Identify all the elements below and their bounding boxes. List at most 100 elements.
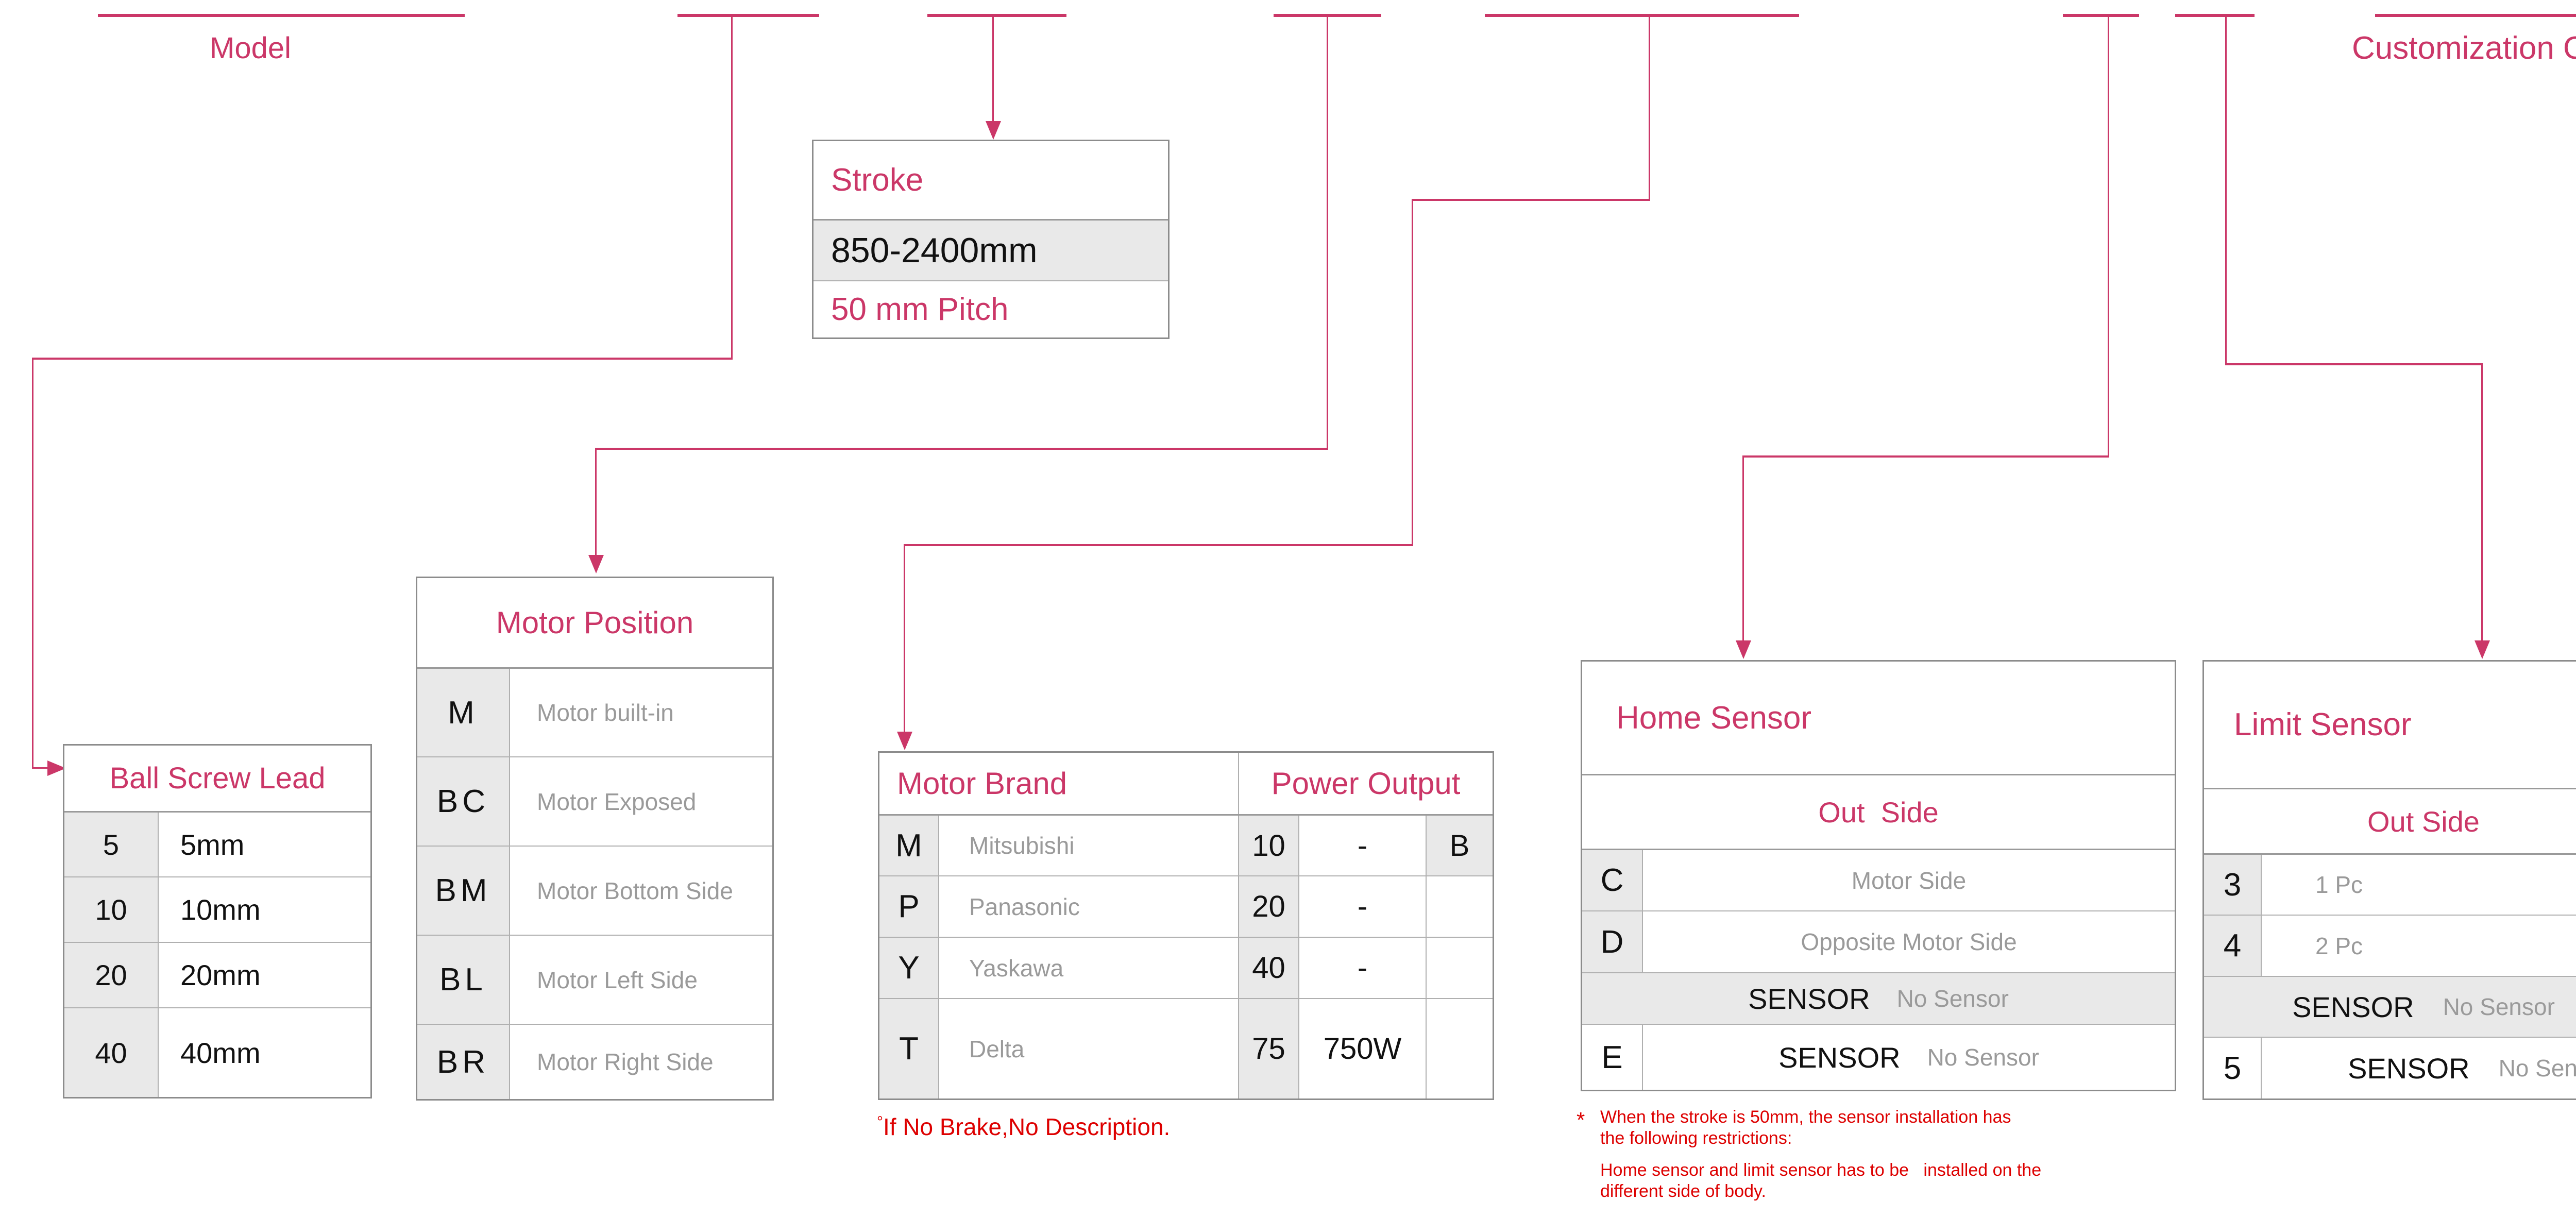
table-row: D Opposite Motor Side (1582, 910, 2175, 972)
lead-value: 5mm (180, 828, 245, 861)
table-row: 4 2 Pc (2204, 915, 2576, 976)
code-underline-ball-screw (677, 14, 819, 17)
customization-order-label: Customization Order No. (2352, 30, 2576, 66)
sensor-label: SENSOR (1748, 982, 1870, 1015)
brake-code (1427, 999, 1493, 1098)
brand-name: Panasonic (939, 876, 1239, 937)
code-underline-customization (2375, 14, 2576, 17)
sensor-label: SENSOR (1778, 1041, 1901, 1074)
no-sensor-label: No Sensor (1927, 1044, 2039, 1071)
arrow-into-motor-position-table (588, 555, 604, 573)
home-sensor-title: Home Sensor (1616, 700, 1812, 736)
limit-sensor-table: Limit Sensor Out Side 3 1 Pc 4 2 Pc SENS… (2202, 660, 2576, 1100)
brand-code: T (879, 999, 939, 1098)
position-value: Motor built-in (537, 699, 674, 726)
table-row: 5 SENSOR No Sensor (2204, 1037, 2576, 1098)
home-sensor-code: C (1582, 850, 1643, 910)
table-row: BL Motor Left Side (417, 935, 772, 1024)
motor-position-title: Motor Position (496, 605, 694, 640)
power-value: - (1299, 876, 1427, 937)
table-row: C Motor Side (1582, 849, 2175, 910)
code-underline-motor-brand (1485, 14, 1799, 17)
limit-sensor-subtitle: Out Side (2204, 788, 2576, 853)
sensor-label: SENSOR (2348, 1052, 2470, 1085)
table-row: 3 1 Pc (2204, 853, 2576, 915)
home-sensor-subtitle: Out Side (1582, 774, 2175, 849)
sensor-note-line1: When the stroke is 50mm, the sensor inst… (1600, 1107, 2011, 1127)
position-code: M (417, 669, 510, 756)
position-value: Motor Left Side (537, 966, 698, 993)
arrow-into-home-sensor-table (1736, 640, 1751, 659)
home-sensor-code: E (1582, 1025, 1643, 1090)
power-code: 40 (1239, 938, 1299, 998)
table-row: M Mitsubishi 10 - B (879, 814, 1493, 875)
limit-sensor-value: SENSOR No Sensor (2262, 1038, 2576, 1098)
arrow-into-motor-brand-table (897, 732, 912, 750)
code-underline-model (98, 14, 465, 17)
brand-name: Mitsubishi (939, 816, 1239, 875)
brake-code (1427, 938, 1493, 998)
power-output-title: Power Output (1271, 766, 1461, 801)
no-sensor-row: SENSOR No Sensor (1582, 972, 2175, 1024)
lead-code: 10 (64, 877, 159, 942)
sensor-note-asterisk: * (1577, 1108, 1585, 1132)
table-row: 20 20mm (64, 942, 370, 1007)
brand-code: Y (879, 938, 939, 998)
home-sensor-value: Opposite Motor Side (1801, 928, 2017, 955)
lead-code: 5 (64, 813, 159, 876)
sensor-note-line3: Home sensor and limit sensor has to be i… (1600, 1160, 2042, 1180)
table-row: 10 10mm (64, 876, 370, 942)
brake-code: B (1427, 816, 1493, 875)
degree-mark: ° (877, 1113, 883, 1130)
position-code: BL (417, 936, 510, 1024)
motor-brand-table: Motor Brand Power Output M Mitsubishi 10… (878, 751, 1494, 1100)
lead-value: 20mm (180, 959, 261, 991)
stroke-pitch-cell: 50 mm Pitch (814, 280, 1168, 337)
sensor-label: SENSOR (2292, 990, 2414, 1023)
table-row: 5 5mm (64, 811, 370, 876)
stroke-table-title: Stroke (831, 162, 924, 198)
home-sensor-value: SENSOR No Sensor (1643, 1025, 2175, 1090)
brand-name: Delta (939, 999, 1239, 1098)
brand-name: Yaskawa (939, 938, 1239, 998)
lead-value: 10mm (180, 893, 261, 926)
brand-code: P (879, 876, 939, 937)
power-value: - (1299, 816, 1427, 875)
motor-brand-header-row: Motor Brand Power Output (879, 753, 1493, 814)
arrow-into-limit-sensor-table (2475, 640, 2490, 659)
limit-sensor-title: Limit Sensor (2234, 707, 2412, 742)
lead-code: 20 (64, 943, 159, 1007)
code-underline-motor-position (1274, 14, 1381, 17)
table-row: Y Yaskawa 40 - (879, 937, 1493, 998)
lead-code: 40 (64, 1008, 159, 1097)
power-value: - (1299, 938, 1427, 998)
position-code: BR (417, 1025, 510, 1099)
sensor-restriction-note: When the stroke is 50mm, the sensor inst… (1600, 1107, 2041, 1202)
home-sensor-table: Home Sensor Out Side C Motor Side D Oppo… (1581, 660, 2176, 1091)
position-value: Motor Exposed (537, 788, 697, 815)
code-underline-home-sensor (2063, 14, 2139, 17)
no-sensor-label: No Sensor (1896, 985, 2009, 1012)
brake-note-text: If No Brake,No Description. (883, 1113, 1171, 1140)
brand-code: M (879, 816, 939, 875)
power-value: 750W (1299, 999, 1427, 1098)
position-value: Motor Bottom Side (537, 877, 733, 904)
code-underline-stroke (927, 14, 1066, 17)
brake-code (1427, 876, 1493, 937)
limit-sensor-code: 4 (2204, 916, 2262, 976)
ball-screw-lead-table: Ball Screw Lead 5 5mm 10 10mm 20 20mm 40… (63, 744, 372, 1098)
position-value: Motor Right Side (537, 1049, 714, 1075)
table-row: M Motor built-in (417, 667, 772, 756)
model-label: Model (210, 31, 291, 65)
position-code: BM (417, 847, 510, 935)
table-row: T Delta 75 750W (879, 998, 1493, 1098)
table-row: 40 40mm (64, 1007, 370, 1097)
stroke-table: Stroke 850-2400mm 50 mm Pitch (812, 140, 1170, 339)
home-sensor-code: D (1582, 911, 1643, 972)
no-sensor-label: No Sensor (2443, 993, 2555, 1020)
sensor-note-line2: the following restrictions: (1600, 1128, 1792, 1148)
table-row: E SENSOR No Sensor (1582, 1024, 2175, 1090)
arrow-into-stroke-table (986, 121, 1001, 140)
power-code: 75 (1239, 999, 1299, 1098)
